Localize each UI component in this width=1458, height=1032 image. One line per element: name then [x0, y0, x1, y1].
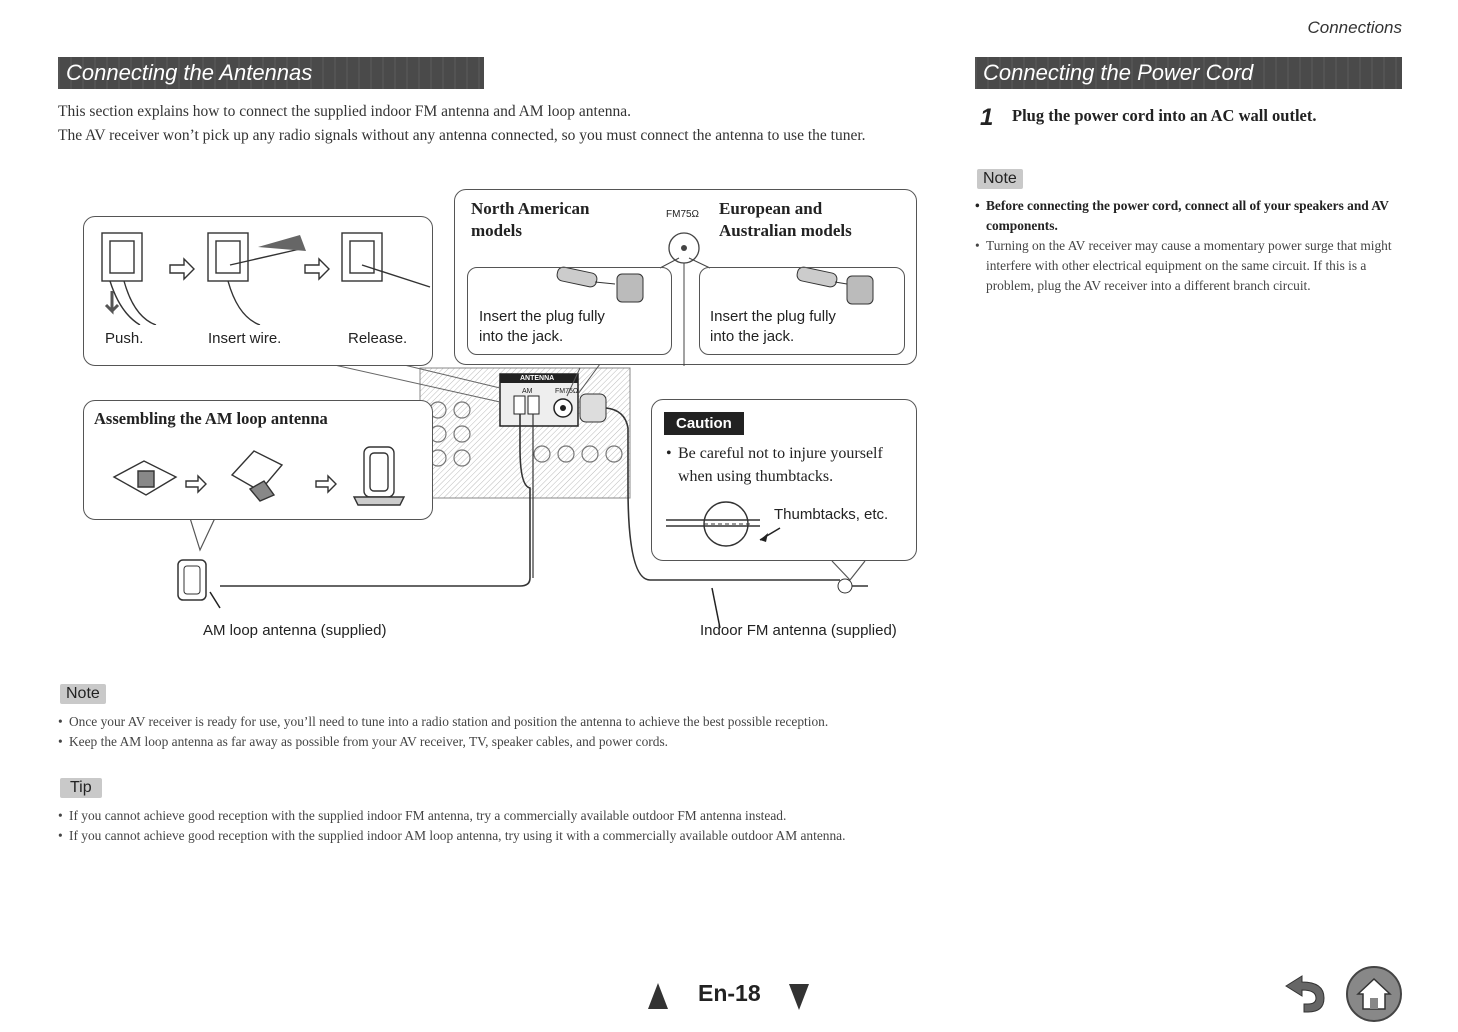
list-item: Turning on the AV receiver may cause a m…: [975, 236, 1403, 296]
note-label: Note: [60, 684, 106, 704]
list-item: Keep the AM loop antenna as far away as …: [58, 732, 928, 752]
list-item: Before connecting the power cord, connec…: [975, 196, 1403, 236]
fm-callout: North American models FM75Ω European and…: [454, 189, 917, 366]
fm75-label: FM75Ω: [666, 209, 700, 220]
power-note-label: Note: [977, 169, 1023, 189]
thumbtacks-label: Thumbtacks, etc.: [774, 506, 889, 523]
tip-label: Tip: [60, 778, 102, 798]
terminal-callout: Push. Insert wire. Release.: [83, 216, 433, 366]
next-page-arrow-icon[interactable]: [789, 984, 809, 1010]
north-american-label: North American models: [471, 199, 590, 240]
antenna-diagram: [80, 188, 920, 648]
step-text: Plug the power cord into an AC wall outl…: [1012, 106, 1317, 125]
section-header: Connections: [1307, 18, 1402, 37]
intro-paragraph-1: This section explains how to connect the…: [58, 103, 631, 120]
page-number: En-18: [698, 980, 761, 1006]
antenna-panel-label: ANTENNA: [520, 375, 555, 382]
insert-plug-text-1: Insert the plug fully into the jack.: [479, 308, 605, 345]
north-american-inner-box: [467, 267, 672, 355]
european-label: European and Australian models: [719, 199, 852, 240]
list-item: If you cannot achieve good reception wit…: [58, 806, 948, 826]
indoor-fm-label: Indoor FM antenna (supplied): [700, 622, 897, 639]
assembling-title: Assembling the AM loop antenna: [94, 409, 328, 428]
back-icon[interactable]: [1280, 972, 1332, 1016]
caution-callout: Caution •Be careful not to injure yourse…: [651, 399, 917, 561]
am-panel-label: AM: [522, 388, 533, 395]
push-label: Push.: [105, 330, 144, 347]
list-item: If you cannot achieve good reception wit…: [58, 826, 948, 846]
tip-list: If you cannot achieve good reception wit…: [58, 806, 948, 846]
step-number: 1: [980, 104, 994, 131]
insert-wire-label: Insert wire.: [208, 330, 282, 347]
section-title-power: Connecting the Power Cord: [975, 57, 1402, 89]
release-label: Release.: [348, 330, 408, 347]
caution-text: •Be careful not to injure yourself when …: [666, 445, 883, 485]
section-title-antennas: Connecting the Antennas: [58, 57, 484, 89]
insert-plug-text-2: Insert the plug fully into the jack.: [710, 308, 836, 345]
home-icon[interactable]: [1344, 964, 1404, 1024]
caution-label: Caution: [664, 412, 744, 435]
assembling-callout: Assembling the AM loop antenna: [83, 400, 433, 520]
fm-panel-label: FM75Ω: [555, 388, 579, 395]
list-item: Once your AV receiver is ready for use, …: [58, 712, 928, 732]
intro-paragraph-2: The AV receiver won’t pick up any radio …: [58, 127, 866, 144]
am-loop-label: AM loop antenna (supplied): [203, 622, 387, 639]
prev-page-arrow-icon[interactable]: [648, 983, 668, 1009]
power-note-list: Before connecting the power cord, connec…: [975, 196, 1403, 296]
note-list: Once your AV receiver is ready for use, …: [58, 712, 928, 752]
european-inner-box: [699, 267, 905, 355]
